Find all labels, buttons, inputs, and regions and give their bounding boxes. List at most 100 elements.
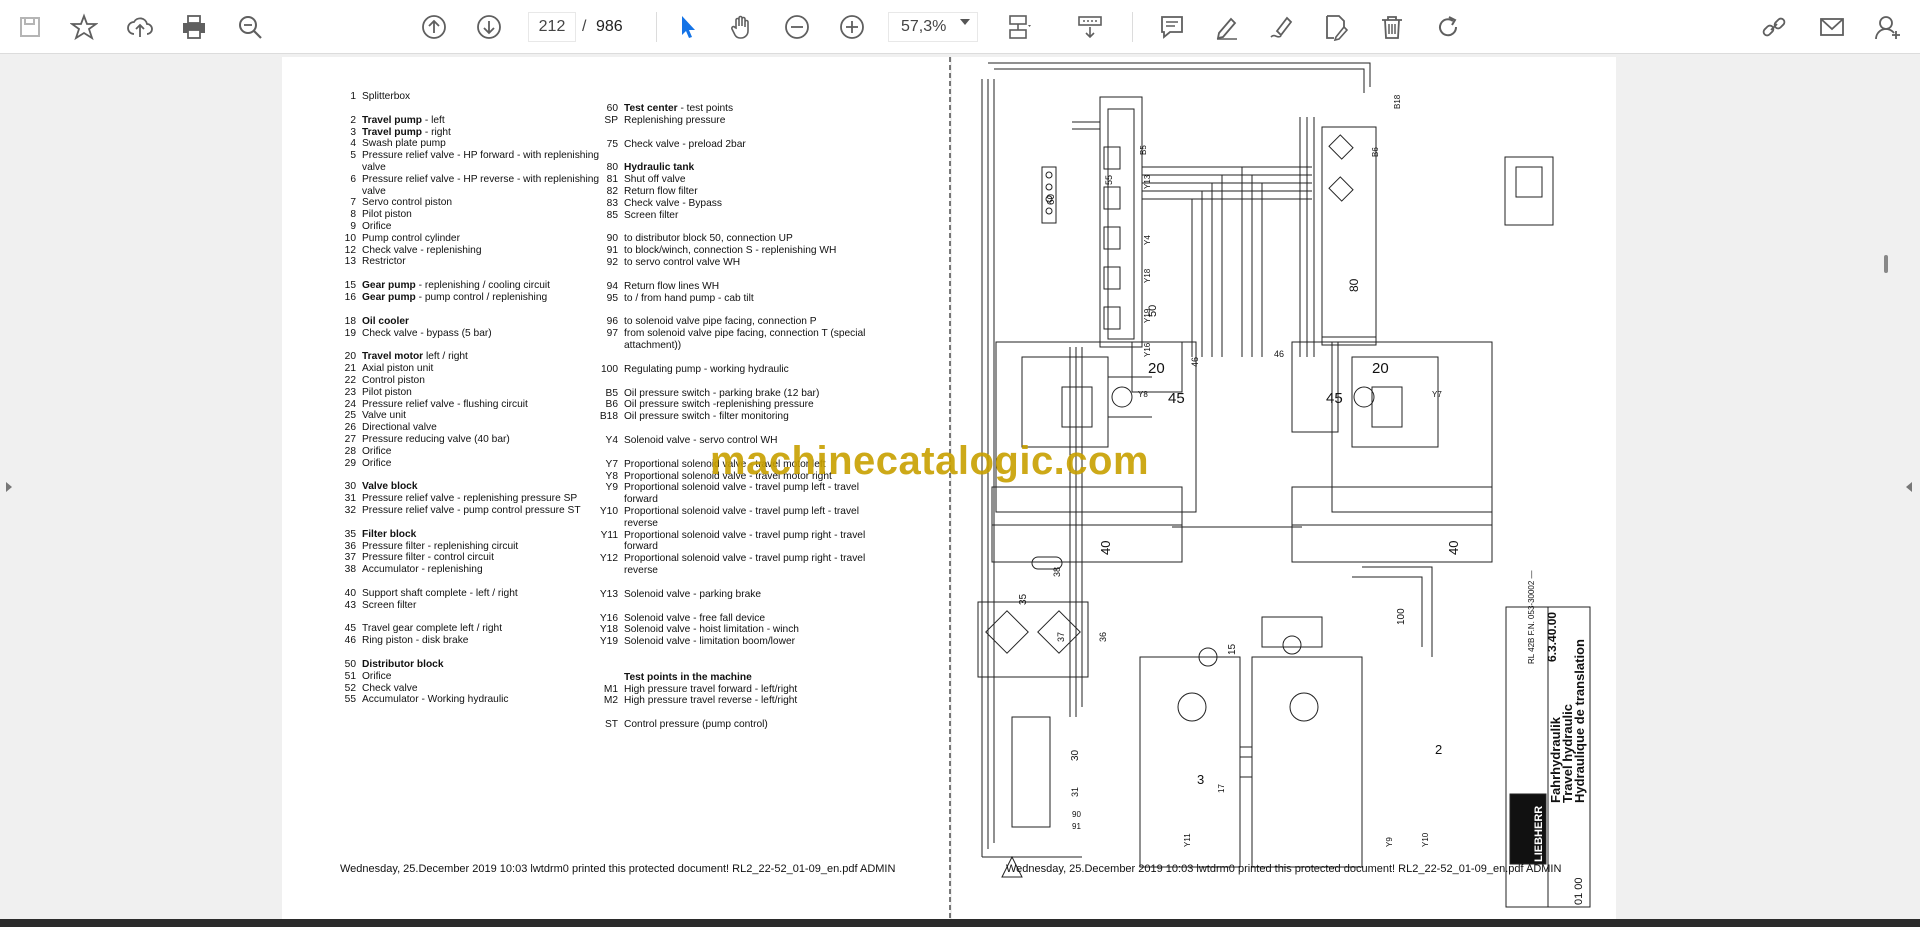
previous-page-icon[interactable] <box>416 9 452 45</box>
mail-icon[interactable] <box>1814 9 1850 45</box>
bookmark-star-icon[interactable] <box>66 9 102 45</box>
legend-entry-description: Splitterbox <box>362 91 411 102</box>
print-icon[interactable] <box>176 9 212 45</box>
legend-entry-description: Shut off valve <box>624 174 686 186</box>
legend-entry-number: Y18 <box>599 624 618 636</box>
legend-entry-text: Replenishing pressure <box>624 115 868 127</box>
comment-icon[interactable] <box>1154 9 1190 45</box>
legend-entry-description: Check valve - Bypass <box>624 197 722 209</box>
legend-entry-description: to servo control valve WH <box>624 256 741 268</box>
legend-entry-number: 8 <box>350 209 356 221</box>
legend-spacer <box>336 611 606 623</box>
legend-entry-text: High pressure travel reverse - left/righ… <box>624 695 868 707</box>
legend-entry-text: Filter block <box>362 529 606 541</box>
legend-entry-text: Travel pump - left <box>362 115 606 127</box>
save-icon[interactable] <box>12 9 48 45</box>
legend-entry-number: B18 <box>599 411 618 423</box>
legend-entry-text: Pressure relief valve - replenishing pre… <box>362 493 606 505</box>
account-user-icon[interactable] <box>1870 9 1906 45</box>
label-46-left: 46 <box>1190 357 1200 367</box>
upload-cloud-icon[interactable] <box>122 9 158 45</box>
delete-trash-icon[interactable] <box>1374 9 1410 45</box>
legend-spacer <box>336 339 606 351</box>
edit-document-icon[interactable] <box>1318 9 1354 45</box>
legend-entry-number: 24 <box>344 398 356 410</box>
chevron-down-icon[interactable] <box>960 19 970 25</box>
legend-entry-text: Pressure filter - replenishing circuit <box>362 541 606 553</box>
legend-entry-number: 20 <box>344 351 356 363</box>
rotate-redo-icon[interactable] <box>1430 9 1466 45</box>
hand-pan-icon[interactable] <box>724 9 760 45</box>
legend-entry-description: Accumulator - Working hydraulic <box>362 694 509 706</box>
legend-spacer <box>336 647 606 659</box>
legend-entry-text: Orifice <box>362 221 606 233</box>
legend-spacer <box>336 576 606 588</box>
legend-entry-number: M2 <box>603 695 618 707</box>
legend-entry-number: 13 <box>344 256 356 268</box>
legend-entry-description: Screen filter <box>624 209 679 221</box>
legend-entry-description: from solenoid valve pipe facing, connect… <box>624 328 866 351</box>
next-page-icon[interactable] <box>471 9 507 45</box>
right-panel-toggle-icon[interactable] <box>1904 480 1914 494</box>
legend-entry-number: M1 <box>603 683 618 695</box>
legend-entry-number: 2 <box>350 114 356 126</box>
legend-entry-number: 22 <box>344 374 356 386</box>
legend-entry: Test points in the machine <box>598 672 868 684</box>
legend-entry-text: High pressure travel forward - left/righ… <box>624 684 868 696</box>
legend-spacer <box>598 150 868 162</box>
legend-entry-text: Pilot piston <box>362 387 606 399</box>
legend-entry-description: High pressure travel reverse - left/righ… <box>624 695 798 707</box>
legend-entry-description: Solenoid valve - parking brake <box>624 588 762 600</box>
legend-entry-number: B5 <box>605 387 618 399</box>
vertical-scrollbar[interactable] <box>1880 55 1894 919</box>
scrollbar-thumb[interactable] <box>1884 255 1888 273</box>
legend-entry-description: Oil pressure switch - filter monitoring <box>624 411 789 423</box>
legend-spacer <box>336 304 606 316</box>
left-panel-toggle-icon[interactable] <box>4 480 14 494</box>
legend-entry-number <box>598 672 624 684</box>
select-cursor-icon[interactable] <box>670 9 706 45</box>
zoom-search-icon[interactable] <box>232 9 268 45</box>
zoom-in-icon[interactable] <box>834 9 870 45</box>
label-55: 55 <box>1104 175 1114 185</box>
draw-freehand-icon[interactable] <box>1264 9 1300 45</box>
legend-entry-number: 100 <box>601 363 618 375</box>
page-number-input[interactable]: 212 <box>528 12 576 42</box>
legend-entry-text: Proportional solenoid valve - travel pum… <box>624 506 868 530</box>
legend-entry-description: Check valve - preload 2bar <box>624 138 746 150</box>
legend-entry-text: Accumulator - replenishing <box>362 564 606 576</box>
highlight-pen-icon[interactable] <box>1209 9 1245 45</box>
legend-entry-number: B6 <box>605 399 618 411</box>
legend-entry-number: 23 <box>344 386 356 398</box>
legend-entry-number: 12 <box>344 244 356 256</box>
legend-entry-text: Pressure relief valve - HP reverse - wit… <box>362 174 606 198</box>
zoom-out-icon[interactable] <box>779 9 815 45</box>
share-link-icon[interactable] <box>1756 9 1792 45</box>
legend-spacer <box>598 376 868 388</box>
zoom-level-select[interactable]: 57,3% <box>888 12 978 42</box>
label-46-right: 46 <box>1274 349 1284 359</box>
fit-page-icon[interactable] <box>1002 9 1038 45</box>
legend-entry-heading: Distributor block <box>362 659 444 671</box>
legend-entry-text: Test points in the machine <box>624 672 868 684</box>
legend-entry-text: Orifice <box>362 446 606 458</box>
scroll-mode-icon[interactable] <box>1072 9 1108 45</box>
legend-entry-description: Swash plate pump <box>362 138 446 150</box>
legend-entry-description: Pressure relief valve - pump control pre… <box>362 504 581 516</box>
label-y11: Y11 <box>1183 833 1192 847</box>
label-30: 30 <box>1070 749 1081 761</box>
label-90: 90 <box>1072 810 1081 819</box>
brand-logo: LIEBHERR <box>1533 806 1545 862</box>
